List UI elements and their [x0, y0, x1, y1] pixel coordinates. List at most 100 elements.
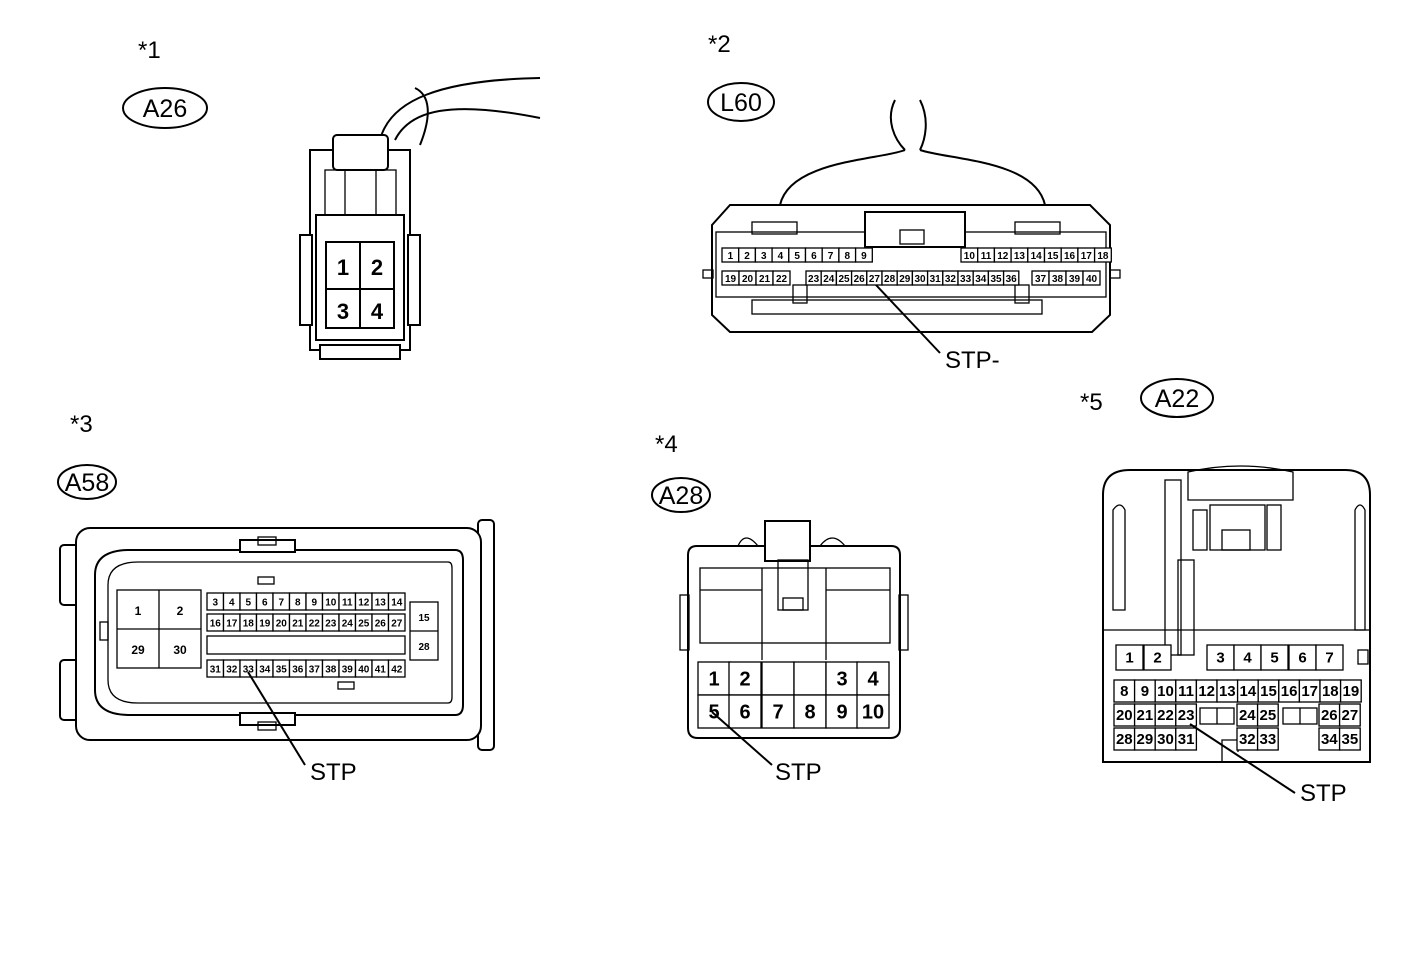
pin-a26-2: 2 [371, 255, 383, 280]
pin-a22-6: 6 [1298, 650, 1306, 667]
pin-a58-36: 36 [292, 665, 304, 676]
pin-a58-1: 1 [135, 604, 142, 618]
pin-l60-38: 38 [1052, 274, 1064, 285]
pin-a22-23-cell [1175, 703, 1198, 727]
pin-l60-8: 8 [844, 251, 850, 262]
pin-l60-36-cell [1002, 270, 1020, 286]
pin-l60-22-cell [772, 270, 791, 286]
pin-a28-2: 2 [739, 669, 750, 691]
pin-l60-29: 29 [899, 274, 911, 285]
pin-a28-6-cell [728, 694, 762, 729]
pin-a22-31-cell [1175, 727, 1198, 751]
pin-a22-7: 7 [1325, 650, 1333, 667]
pin-a58-17: 17 [226, 619, 238, 630]
pin-l60-12: 12 [997, 251, 1009, 262]
pin-a28-3-cell [825, 661, 859, 696]
pin-a58-22: 22 [309, 619, 321, 630]
pin-l60-31: 31 [930, 274, 942, 285]
pin-l60-15: 15 [1047, 251, 1059, 262]
pin-a28-7-cell [761, 694, 795, 729]
pin-a28-9: 9 [836, 702, 847, 724]
pin-a28-7: 7 [772, 702, 783, 724]
pin-l60-37: 37 [1035, 274, 1047, 285]
pin-a58-2: 2 [177, 604, 184, 618]
code-oval-a22 [1140, 378, 1214, 418]
pin-a58-37: 37 [309, 665, 321, 676]
pin-a58-11: 11 [342, 598, 353, 609]
callout-line-a22 [1189, 723, 1296, 794]
pin-l60-24: 24 [823, 274, 835, 285]
pin-a58-14: 14 [391, 598, 403, 609]
pin-a28-1: 1 [708, 669, 719, 691]
pin-a22-13: 13 [1219, 683, 1236, 700]
pin-l60-25: 25 [838, 274, 850, 285]
pin-a22-6-cell [1288, 644, 1317, 671]
code-oval-a28 [651, 477, 711, 513]
code-oval-a26 [122, 87, 208, 129]
pin-a58-32: 32 [226, 665, 238, 676]
pin-a28-10-cell [856, 694, 890, 729]
pin-a22-29: 29 [1137, 731, 1154, 748]
code-label-a28: A28 [659, 482, 703, 510]
pin-a58-34: 34 [259, 665, 271, 676]
empty-cavity [793, 661, 827, 696]
pin-a58-31: 31 [210, 665, 222, 676]
pin-a22-28: 28 [1116, 731, 1133, 748]
ref-label-5: *5 [1080, 389, 1103, 416]
pin-a58-38: 38 [325, 665, 337, 676]
pin-a22-20: 20 [1116, 707, 1133, 724]
pin-a58-5: 5 [245, 598, 251, 609]
pin-a58-27-cell [387, 613, 406, 632]
code-oval-a58 [57, 464, 117, 500]
pin-a58-12: 12 [358, 598, 370, 609]
pin-a58-39: 39 [342, 665, 354, 676]
pin-a22-24: 24 [1239, 707, 1256, 724]
pin-l60-27: 27 [869, 274, 881, 285]
pin-a28-10: 10 [862, 702, 884, 724]
pin-l60-7: 7 [828, 251, 834, 262]
pin-l60-18-cell [1093, 247, 1112, 263]
pin-a22-27: 27 [1342, 707, 1359, 724]
pin-a58-18: 18 [243, 619, 255, 630]
pin-a22-26: 26 [1321, 707, 1338, 724]
pin-l60-3: 3 [761, 251, 767, 262]
pin-l60-10: 10 [964, 251, 976, 262]
pin-a58-3: 3 [212, 598, 218, 609]
pin-a58-25: 25 [358, 619, 370, 630]
callout-line-a58 [247, 671, 306, 766]
pin-a58-16: 16 [210, 619, 222, 630]
pin-a22-10: 10 [1157, 683, 1174, 700]
pin-l60-6: 6 [811, 251, 817, 262]
pin-a28-8: 8 [804, 702, 815, 724]
pin-a58-40: 40 [358, 665, 370, 676]
pin-a58-24: 24 [342, 619, 354, 630]
ref-label-4: *4 [655, 431, 678, 458]
connector-a26: *1 A26 1 2 3 4 [122, 37, 541, 360]
pin-a22-1: 1 [1125, 650, 1133, 667]
pin-a58-27: 27 [391, 619, 403, 630]
code-oval-l60 [707, 82, 775, 122]
pin-l60-21: 21 [759, 274, 771, 285]
pin-a22-22: 22 [1157, 707, 1174, 724]
pin-a58-21: 21 [292, 619, 304, 630]
pin-a26-3: 3 [337, 299, 349, 324]
pin-a22-33: 33 [1260, 731, 1277, 748]
pin-l60-39: 39 [1069, 274, 1081, 285]
pin-a28-5-cell [697, 694, 731, 729]
pin-a28-4: 4 [867, 669, 879, 691]
callout-line-a28 [711, 711, 773, 766]
pin-l60-35: 35 [990, 274, 1002, 285]
ref-label-3: *3 [70, 411, 93, 438]
pin-a58-23: 23 [325, 619, 337, 630]
pin-l60-36: 36 [1006, 274, 1018, 285]
code-label-a26: A26 [143, 95, 187, 123]
pin-a22-3: 3 [1216, 650, 1224, 667]
pin-l60-2: 2 [744, 251, 750, 262]
pin-a58-19: 19 [259, 619, 271, 630]
